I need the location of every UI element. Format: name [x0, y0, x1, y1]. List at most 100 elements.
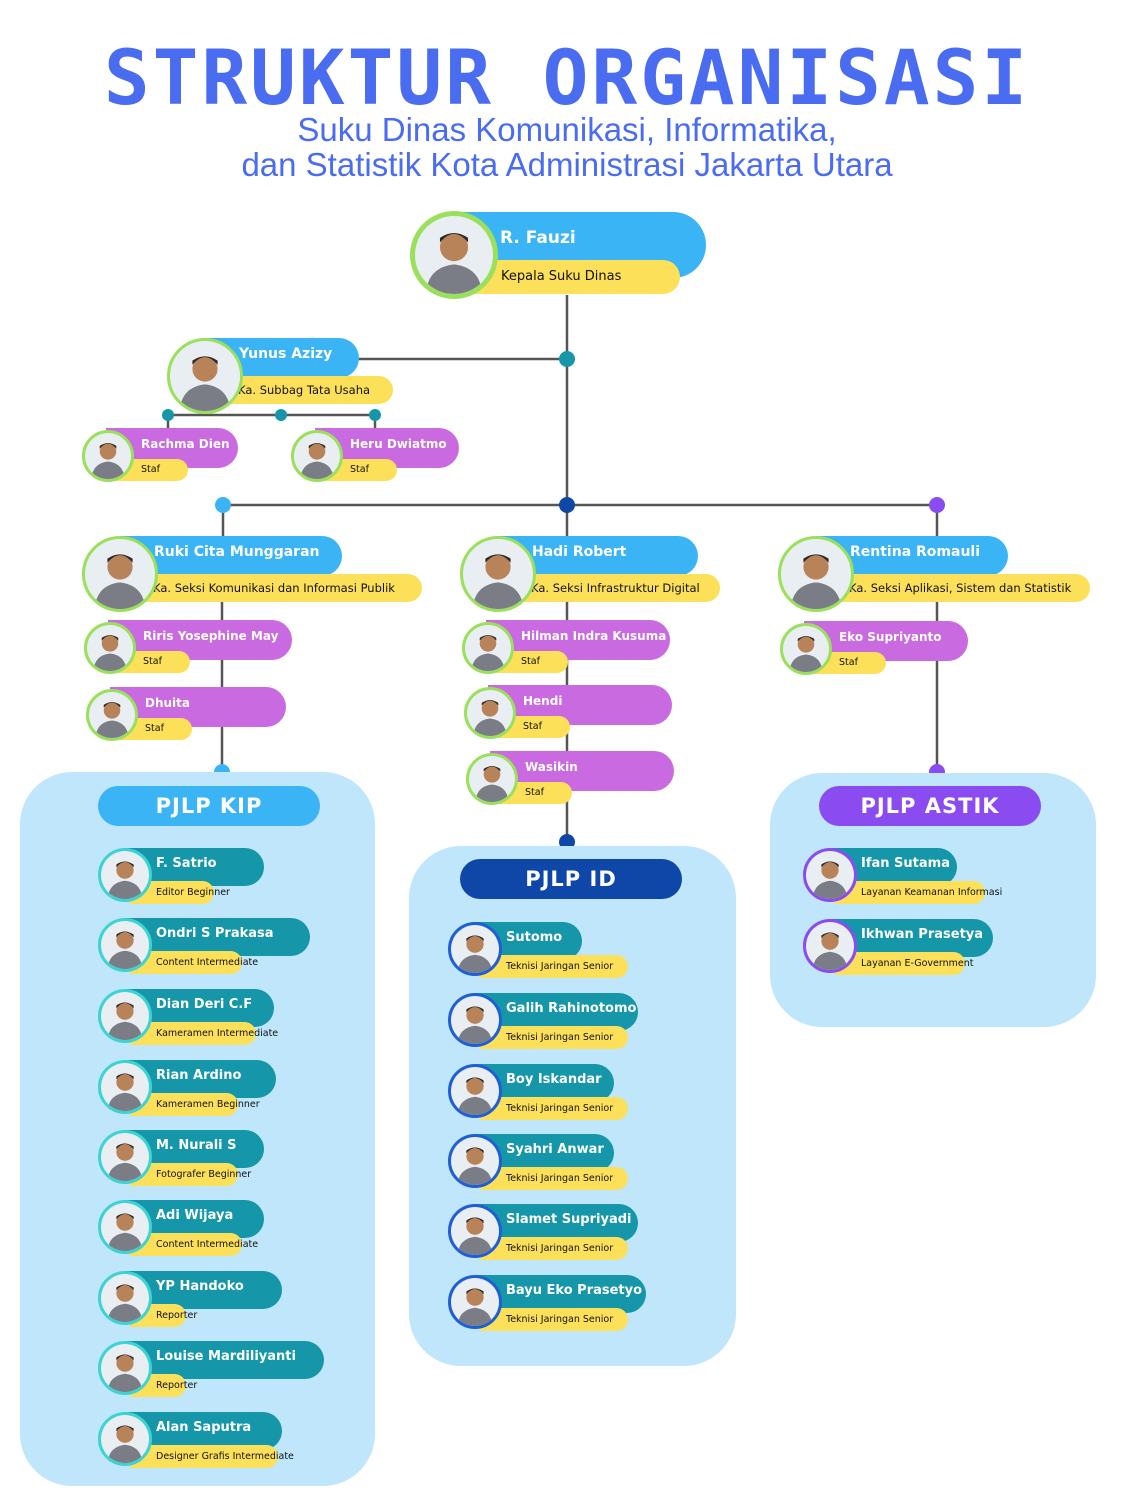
person-photo: [448, 1134, 502, 1188]
person-silhouette-icon: [101, 1344, 149, 1392]
person-name: Ruki Cita Munggaran: [118, 536, 342, 576]
person-role: Teknisi Jaringan Senior: [480, 1026, 628, 1049]
person-role: Designer Grafis Intermediate: [130, 1445, 294, 1468]
person-photo: [448, 1064, 502, 1118]
pjlp-astik-label: PJLP ASTIK: [819, 786, 1041, 826]
person-photo: [98, 1060, 152, 1114]
person-silhouette-icon: [783, 626, 829, 672]
person-silhouette-icon: [451, 1137, 499, 1185]
person-name: Slamet Supriyadi: [474, 1204, 638, 1242]
person-silhouette-icon: [101, 1133, 149, 1181]
person-photo: [98, 848, 152, 902]
person-photo: [780, 623, 832, 675]
person-silhouette-icon: [415, 216, 493, 294]
person-photo: [98, 918, 152, 972]
person-photo: [98, 1200, 152, 1254]
person-silhouette-icon: [451, 1278, 499, 1326]
person-photo: [98, 1130, 152, 1184]
person-silhouette-icon: [101, 1063, 149, 1111]
connector-dot: [559, 351, 575, 367]
person-name: Ondri S Prakasa: [124, 918, 310, 956]
person-photo: [778, 536, 854, 612]
connector-dot: [369, 409, 381, 421]
person-name: Bayu Eko Prasetyo: [474, 1275, 646, 1313]
person-photo: [448, 1275, 502, 1329]
person-silhouette-icon: [85, 433, 131, 479]
person-silhouette-icon: [85, 539, 155, 609]
person-silhouette-icon: [101, 1415, 149, 1463]
person-role: Staf: [814, 652, 886, 674]
person-photo: [460, 536, 536, 612]
connector-dot: [162, 409, 174, 421]
connector-dot: [559, 497, 575, 513]
person-silhouette-icon: [806, 922, 854, 970]
person-role: Content Intermediate: [130, 1233, 258, 1256]
person-photo: [448, 993, 502, 1047]
person-role: Staf: [500, 782, 572, 804]
person-role: Editor Beginner: [130, 881, 230, 904]
person-photo: [291, 430, 343, 482]
pjlp-id-label: PJLP ID: [460, 859, 682, 899]
person-silhouette-icon: [467, 690, 513, 736]
person-photo: [98, 1412, 152, 1466]
person-photo: [448, 1204, 502, 1258]
person-photo: [98, 1341, 152, 1395]
person-photo: [98, 1271, 152, 1325]
person-role: Teknisi Jaringan Senior: [480, 1308, 628, 1331]
person-photo: [82, 536, 158, 612]
page-subtitle-line1: Suku Dinas Komunikasi, Informatika,: [297, 111, 837, 148]
person-silhouette-icon: [170, 341, 240, 411]
person-role: Staf: [116, 459, 188, 481]
person-name: Eko Supriyanto: [804, 621, 968, 661]
person-photo: [82, 430, 134, 482]
person-role: Staf: [498, 716, 570, 738]
person-role: Kameramen Beginner: [130, 1093, 260, 1116]
person-silhouette-icon: [101, 921, 149, 969]
person-role: Teknisi Jaringan Senior: [480, 955, 628, 978]
page-title: STRUKTUR ORGANISASI: [103, 33, 1031, 122]
person-name: Dhuita: [110, 687, 286, 727]
person-role: Staf: [325, 459, 397, 481]
person-role: Content Intermediate: [130, 951, 258, 974]
person-photo: [803, 919, 857, 973]
person-silhouette-icon: [451, 1067, 499, 1115]
person-photo: [167, 338, 243, 414]
person-silhouette-icon: [451, 996, 499, 1044]
person-name: Louise Mardiliyanti: [124, 1341, 324, 1379]
person-silhouette-icon: [294, 433, 340, 479]
person-silhouette-icon: [89, 692, 135, 738]
person-role: Staf: [496, 651, 568, 673]
person-role: Ka. Seksi Infrastruktur Digital: [510, 574, 720, 602]
connector-dot: [929, 497, 945, 513]
pjlp-kip-label: PJLP KIP: [98, 786, 320, 826]
person-role: Staf: [118, 651, 190, 673]
person-silhouette-icon: [806, 851, 854, 899]
person-silhouette-icon: [451, 925, 499, 973]
person-role: Kameramen Intermediate: [130, 1022, 278, 1045]
person-role: Ka. Seksi Aplikasi, Sistem dan Statistik: [828, 574, 1090, 602]
connector-dot: [215, 497, 231, 513]
person-role: Layanan Keamanan Informasi: [835, 881, 1002, 904]
person-role: Teknisi Jaringan Senior: [480, 1097, 628, 1120]
person-photo: [410, 211, 498, 299]
